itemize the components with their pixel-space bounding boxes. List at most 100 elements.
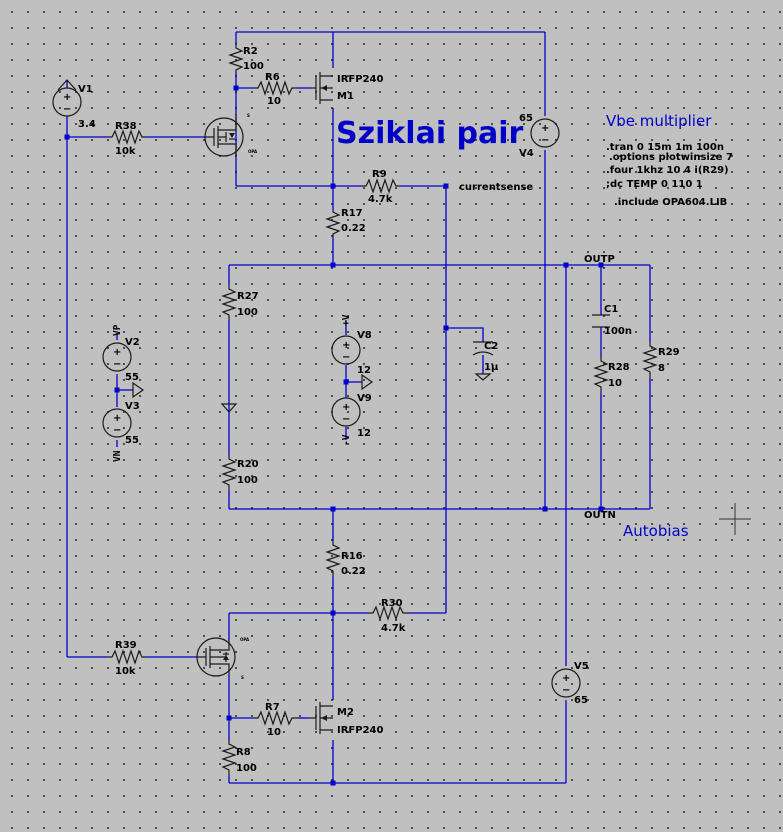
voltage-source-v3[interactable]: + − V3 55 VN [102, 401, 140, 462]
wires [66, 31, 651, 784]
mosfet-m2[interactable]: M2 IRFP240 [310, 702, 383, 736]
v3-name: V3 [125, 401, 140, 412]
svg-text:+: + [113, 413, 121, 424]
directive-options: .options plotwinsize 7 [609, 152, 733, 163]
m1-model: IRFP240 [337, 74, 383, 85]
resistor-r8[interactable]: R8 100 [221, 740, 257, 775]
svg-text:−: − [113, 425, 121, 436]
v4-name: V4 [519, 148, 534, 159]
net-outn: OUTN [584, 510, 616, 521]
v3-value: 55 [125, 435, 139, 446]
r28-name: R28 [608, 362, 630, 373]
svg-text:−: − [342, 352, 350, 363]
voltage-source-v5[interactable]: + − V5 65 [551, 661, 589, 706]
v1-name: V1 [78, 84, 93, 95]
resistor-r29[interactable]: R29 8 [642, 342, 680, 378]
resistor-r7[interactable]: R7 10 [254, 702, 298, 738]
directive-tran: .tran 0 15m 1m 100n [606, 142, 724, 153]
c1-value: 100n [604, 326, 632, 337]
r28-value: 10 [608, 378, 622, 389]
r39-name: R39 [115, 640, 137, 651]
voltage-source-v4[interactable]: + − 65 V4 [519, 113, 560, 159]
r17-name: R17 [341, 208, 363, 219]
v2-name: V2 [125, 337, 140, 348]
r8-value: 100 [236, 763, 257, 774]
svg-text:+: + [342, 402, 350, 413]
c1-name: C1 [604, 304, 618, 315]
resistor-r27[interactable]: R27 100 [221, 285, 259, 320]
r9-name: R9 [372, 169, 387, 180]
voltage-source-v1[interactable]: + − V1 3.4 [52, 79, 96, 130]
r16-name: R16 [341, 551, 363, 562]
r2-value: 100 [243, 61, 264, 72]
ground-v2-v3 [132, 381, 145, 399]
r27-name: R27 [237, 291, 259, 302]
voltage-source-v8[interactable]: + − V8 12 +V [331, 314, 372, 376]
resistor-r38[interactable]: R38 10k [108, 121, 146, 157]
opto-fet-top[interactable]: S OPA [204, 113, 258, 157]
svg-text:−: − [541, 135, 549, 146]
svg-text:OPA: OPA [240, 637, 250, 642]
directive-four: .four 1khz 10 4 i(R29) [606, 165, 729, 176]
net-plus-v: +V [341, 314, 352, 326]
r8-name: R8 [236, 747, 251, 758]
svg-text:−: − [342, 414, 350, 425]
m2-model: IRFP240 [337, 725, 383, 736]
r29-value: 8 [658, 363, 665, 374]
resistor-r6[interactable]: R6 10 [254, 72, 298, 107]
directive-dc: ;dc TEMP 0 110 1 [606, 179, 703, 190]
resistor-r30[interactable]: R30 4.7k [369, 598, 409, 634]
net-minus-v: -V [341, 434, 352, 446]
r38-name: R38 [115, 121, 137, 132]
svg-text:+: + [63, 92, 71, 103]
v1-value: 3.4 [78, 119, 96, 130]
page-title: Sziklai pair [336, 116, 524, 151]
resistor-r2[interactable]: R2 100 [228, 44, 264, 72]
r30-value: 4.7k [381, 623, 406, 634]
c2-value: 1µ [484, 362, 499, 373]
resistor-r39[interactable]: R39 10k [108, 640, 146, 677]
v5-value: 65 [574, 695, 588, 706]
voltage-source-v2[interactable]: + − V2 55 VP [102, 324, 140, 383]
v9-name: V9 [357, 393, 372, 404]
r39-value: 10k [115, 666, 136, 677]
r16-value: 0.22 [341, 566, 366, 577]
resistor-r16[interactable]: R16 0.22 [325, 541, 366, 577]
svg-text:+: + [562, 673, 570, 684]
v9-value: 12 [357, 428, 371, 439]
svg-text:+: + [113, 347, 121, 358]
svg-text:S: S [247, 113, 250, 118]
net-vp: VP [112, 324, 123, 336]
r2-name: R2 [243, 46, 258, 57]
r6-value: 10 [267, 96, 281, 107]
directive-include: .include OPA604.LIB [614, 197, 727, 208]
spice-directives[interactable]: .tran 0 15m 1m 100n .options plotwinsize… [606, 142, 733, 208]
v8-value: 12 [357, 365, 371, 376]
resistor-r17[interactable]: R17 0.22 [325, 208, 366, 237]
mosfet-m1[interactable]: IRFP240 M1 [310, 72, 383, 104]
m1-name: M1 [337, 91, 354, 102]
v2-value: 55 [125, 372, 139, 383]
svg-text:OPA: OPA [248, 149, 258, 154]
opto-fet-bottom[interactable]: OPA S [196, 637, 250, 680]
r30-name: R30 [381, 598, 403, 609]
capacitor-c1[interactable]: C1 100n [592, 304, 632, 337]
svg-text:+: + [541, 123, 549, 134]
ground-triangle [220, 403, 238, 413]
v8-name: V8 [357, 330, 372, 341]
voltage-source-v9[interactable]: + − V9 12 -V [331, 393, 372, 446]
r27-value: 100 [237, 307, 258, 318]
v4-value: 65 [519, 113, 533, 124]
ground-v8-v9 [361, 373, 374, 391]
resistor-r28[interactable]: R28 10 [593, 357, 630, 393]
r7-value: 10 [267, 727, 281, 738]
r20-name: R20 [237, 459, 259, 470]
net-currentsense: currentsense [459, 182, 533, 193]
svg-text:−: − [562, 685, 570, 696]
note-autobias: Autobias [623, 522, 689, 540]
resistor-r20[interactable]: R20 100 [221, 455, 259, 490]
capacitor-c2[interactable]: C2 1µ [472, 341, 499, 381]
svg-text:−: − [113, 359, 121, 370]
resistor-r9[interactable]: R9 4.7k [362, 169, 400, 205]
